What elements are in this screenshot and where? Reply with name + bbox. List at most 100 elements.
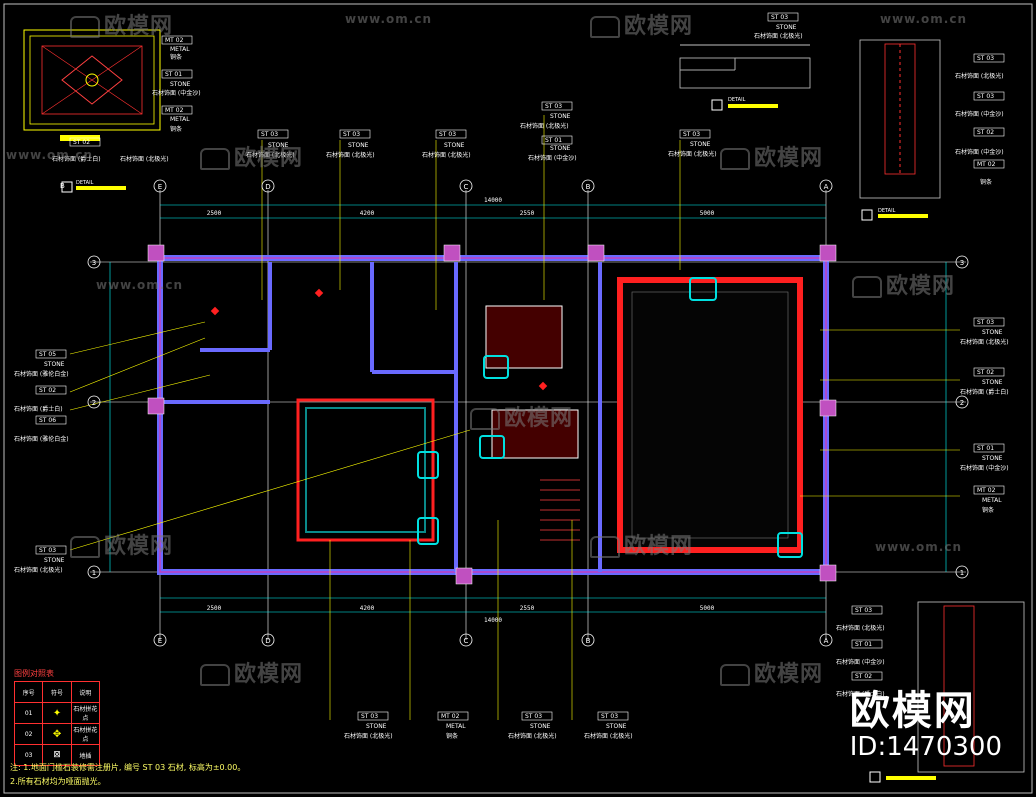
brand-logo-icon bbox=[590, 536, 620, 558]
brand-logo-icon bbox=[852, 276, 882, 298]
tag-st01-right3: ST 01 bbox=[977, 445, 994, 452]
tag-metal-right4: METAL bbox=[982, 497, 1002, 504]
tag-stone-top3: STONE bbox=[444, 142, 465, 149]
axis-label-e-top: E bbox=[158, 183, 162, 191]
brand-logo-icon bbox=[70, 16, 100, 38]
legend-grid: 序号 符号 说明 01 ✦ 石材拼花点 02 ✥ 石材拼花点 03 ⊠ 地插 bbox=[13, 681, 101, 766]
watermark-big-brand: 欧模网 bbox=[849, 688, 976, 734]
tag-mt02-detail-a4: MT 02 bbox=[977, 161, 996, 168]
tag-beijixian-bottom1: 石材饰面 (北极光) bbox=[344, 732, 393, 740]
brand-logo-icon bbox=[200, 664, 230, 686]
axis-label-a-bottom: A bbox=[824, 637, 829, 645]
tag-st03-top5: ST 03 bbox=[683, 131, 700, 138]
tag-st01-detail-br2: ST 01 bbox=[855, 641, 872, 648]
tag-stone-bottom4: STONE bbox=[606, 723, 627, 730]
note-line-2: 2.所有石材均为哑面抛光。 bbox=[10, 777, 106, 786]
tag-copper-b: 铜条 bbox=[170, 125, 182, 133]
tag-yalun-left2: 石材饰面 (雅伦白金) bbox=[14, 435, 69, 443]
axis-label-d-bottom: D bbox=[265, 637, 270, 645]
tag-zhongjin-detail-br2: 石材饰面 (中金沙) bbox=[836, 658, 885, 666]
tag-st03-bottom3: ST 03 bbox=[525, 713, 542, 720]
tag-beijixian-top5: 石材饰面 (北极光) bbox=[668, 150, 717, 158]
tag-beijixian-top2: 石材饰面 (北极光) bbox=[326, 151, 375, 159]
tag-st02-right2: ST 02 bbox=[977, 369, 994, 376]
legend-cell: 地插 bbox=[70, 744, 101, 766]
tag-st02-detail-a3: ST 02 bbox=[977, 129, 994, 136]
legend-title: 图例对照表 bbox=[14, 669, 54, 678]
tag-mt02-a: MT 02 bbox=[165, 37, 184, 44]
watermark-id: ID:1470300 bbox=[849, 732, 1002, 762]
detail-d-top bbox=[679, 44, 811, 111]
axis-label-b-top: B bbox=[586, 183, 591, 191]
tag-beijixian-top3: 石材饰面 (北极光) bbox=[422, 151, 471, 159]
legend-symbol-floor-socket-icon: ⊠ bbox=[42, 744, 72, 766]
dim-total-top: 14000 bbox=[484, 197, 502, 204]
tag-st03-top2: ST 03 bbox=[343, 131, 360, 138]
tag-stone-right3: STONE bbox=[982, 455, 1003, 462]
tag-st03-right1: ST 03 bbox=[977, 319, 994, 326]
axis-label-1-left: 1 bbox=[92, 569, 96, 577]
watermark-url: www.om.cn bbox=[880, 12, 968, 26]
watermark-brand: 欧模网 bbox=[470, 400, 573, 432]
tag-stone-top5: STONE bbox=[550, 145, 571, 152]
tag-stone-top1: STONE bbox=[268, 142, 289, 149]
tag-stone-top2: STONE bbox=[348, 142, 369, 149]
tag-copper-detail-a4: 铜条 bbox=[980, 178, 992, 186]
tag-jinsha-right2: 石材饰面 (爵士白) bbox=[960, 388, 1009, 396]
detail-b-label: DETAIL bbox=[76, 180, 94, 186]
axis-label-3-right: 3 bbox=[960, 259, 964, 267]
brand-logo-icon bbox=[720, 148, 750, 170]
tag-beijixian-a: 石材饰面 (北极光) bbox=[120, 155, 169, 163]
drawing-frame bbox=[3, 3, 1033, 794]
legend-header: 说明 bbox=[70, 681, 101, 703]
tag-beijixian-top1: 石材饰面 (北极光) bbox=[246, 151, 295, 159]
watermark-brand: 欧模网 bbox=[70, 8, 173, 40]
detail-d-label: DETAIL bbox=[728, 97, 746, 103]
tag-st02-a: ST 02 bbox=[73, 139, 90, 146]
tag-zhongjin-right3: 石材饰面 (中金沙) bbox=[960, 464, 1009, 472]
tag-jinsha-left: 石材饰面 (爵士白) bbox=[14, 405, 63, 413]
axis-label-c-top: C bbox=[464, 183, 469, 191]
tag-zhongjin-a: 石材饰面 (中金沙) bbox=[152, 89, 201, 97]
axis-label-e-bottom: E bbox=[158, 637, 162, 645]
legend-header: 符号 bbox=[42, 681, 72, 703]
tag-metal-b: METAL bbox=[170, 116, 190, 123]
tag-stone-left4: STONE bbox=[44, 557, 65, 564]
tag-st03-detail-a1: ST 03 bbox=[977, 55, 994, 62]
axis-bubbles-top bbox=[87, 179, 969, 647]
dim-1-top: 2500 bbox=[207, 210, 222, 217]
watermark-url: www.om.cn bbox=[875, 540, 963, 554]
tag-st03-top1: ST 03 bbox=[261, 131, 278, 138]
watermark-brand: 欧模网 bbox=[720, 140, 823, 172]
tag-stone-top6: STONE bbox=[690, 141, 711, 148]
axis-label-c-bottom: C bbox=[464, 637, 469, 645]
tag-beijixian-right1: 石材饰面 (北极光) bbox=[960, 338, 1009, 346]
tag-copper-right4: 铜条 bbox=[982, 506, 994, 514]
tag-st03-left: ST 03 bbox=[39, 547, 56, 554]
tag-mt02-right4: MT 02 bbox=[977, 487, 996, 494]
dimension-lines bbox=[109, 204, 947, 613]
tag-st01-top4: ST 01 bbox=[545, 137, 562, 144]
axis-label-2-left: 2 bbox=[92, 399, 96, 407]
detail-a-label: DETAIL bbox=[878, 208, 896, 214]
watermark-url: www.om.cn bbox=[6, 148, 94, 162]
legend-cell: 石材拼花点 bbox=[70, 702, 101, 724]
dim-4-top: 5000 bbox=[700, 210, 715, 217]
tag-mt02-bottom2: MT 02 bbox=[441, 713, 460, 720]
tag-st03-top3: ST 03 bbox=[439, 131, 456, 138]
tag-beijixian-detail-br1: 石材饰面 (北极光) bbox=[836, 624, 885, 632]
watermark-brand: 欧模网 bbox=[200, 656, 303, 688]
tag-st02-left: ST 02 bbox=[39, 387, 56, 394]
legend-symbol-star-icon: ✥ bbox=[42, 723, 72, 745]
legend-cell: 03 bbox=[13, 744, 44, 766]
floor-plan bbox=[147, 244, 837, 585]
tag-beijixian-detail-a1: 石材饰面 (北极光) bbox=[955, 72, 1004, 80]
tag-beijixian-top4: 石材饰面 (北极光) bbox=[520, 122, 569, 130]
tag-stone-a: STONE bbox=[170, 81, 191, 88]
tag-yalun-left1: 石材饰面 (雅伦白金) bbox=[14, 370, 69, 378]
tag-zhongjin-detail-a3: 石材饰面 (中金沙) bbox=[955, 148, 1004, 156]
tag-stone-bottom3: STONE bbox=[530, 723, 551, 730]
axis-label-b-bottom: B bbox=[586, 637, 591, 645]
tag-stone-right2: STONE bbox=[982, 379, 1003, 386]
